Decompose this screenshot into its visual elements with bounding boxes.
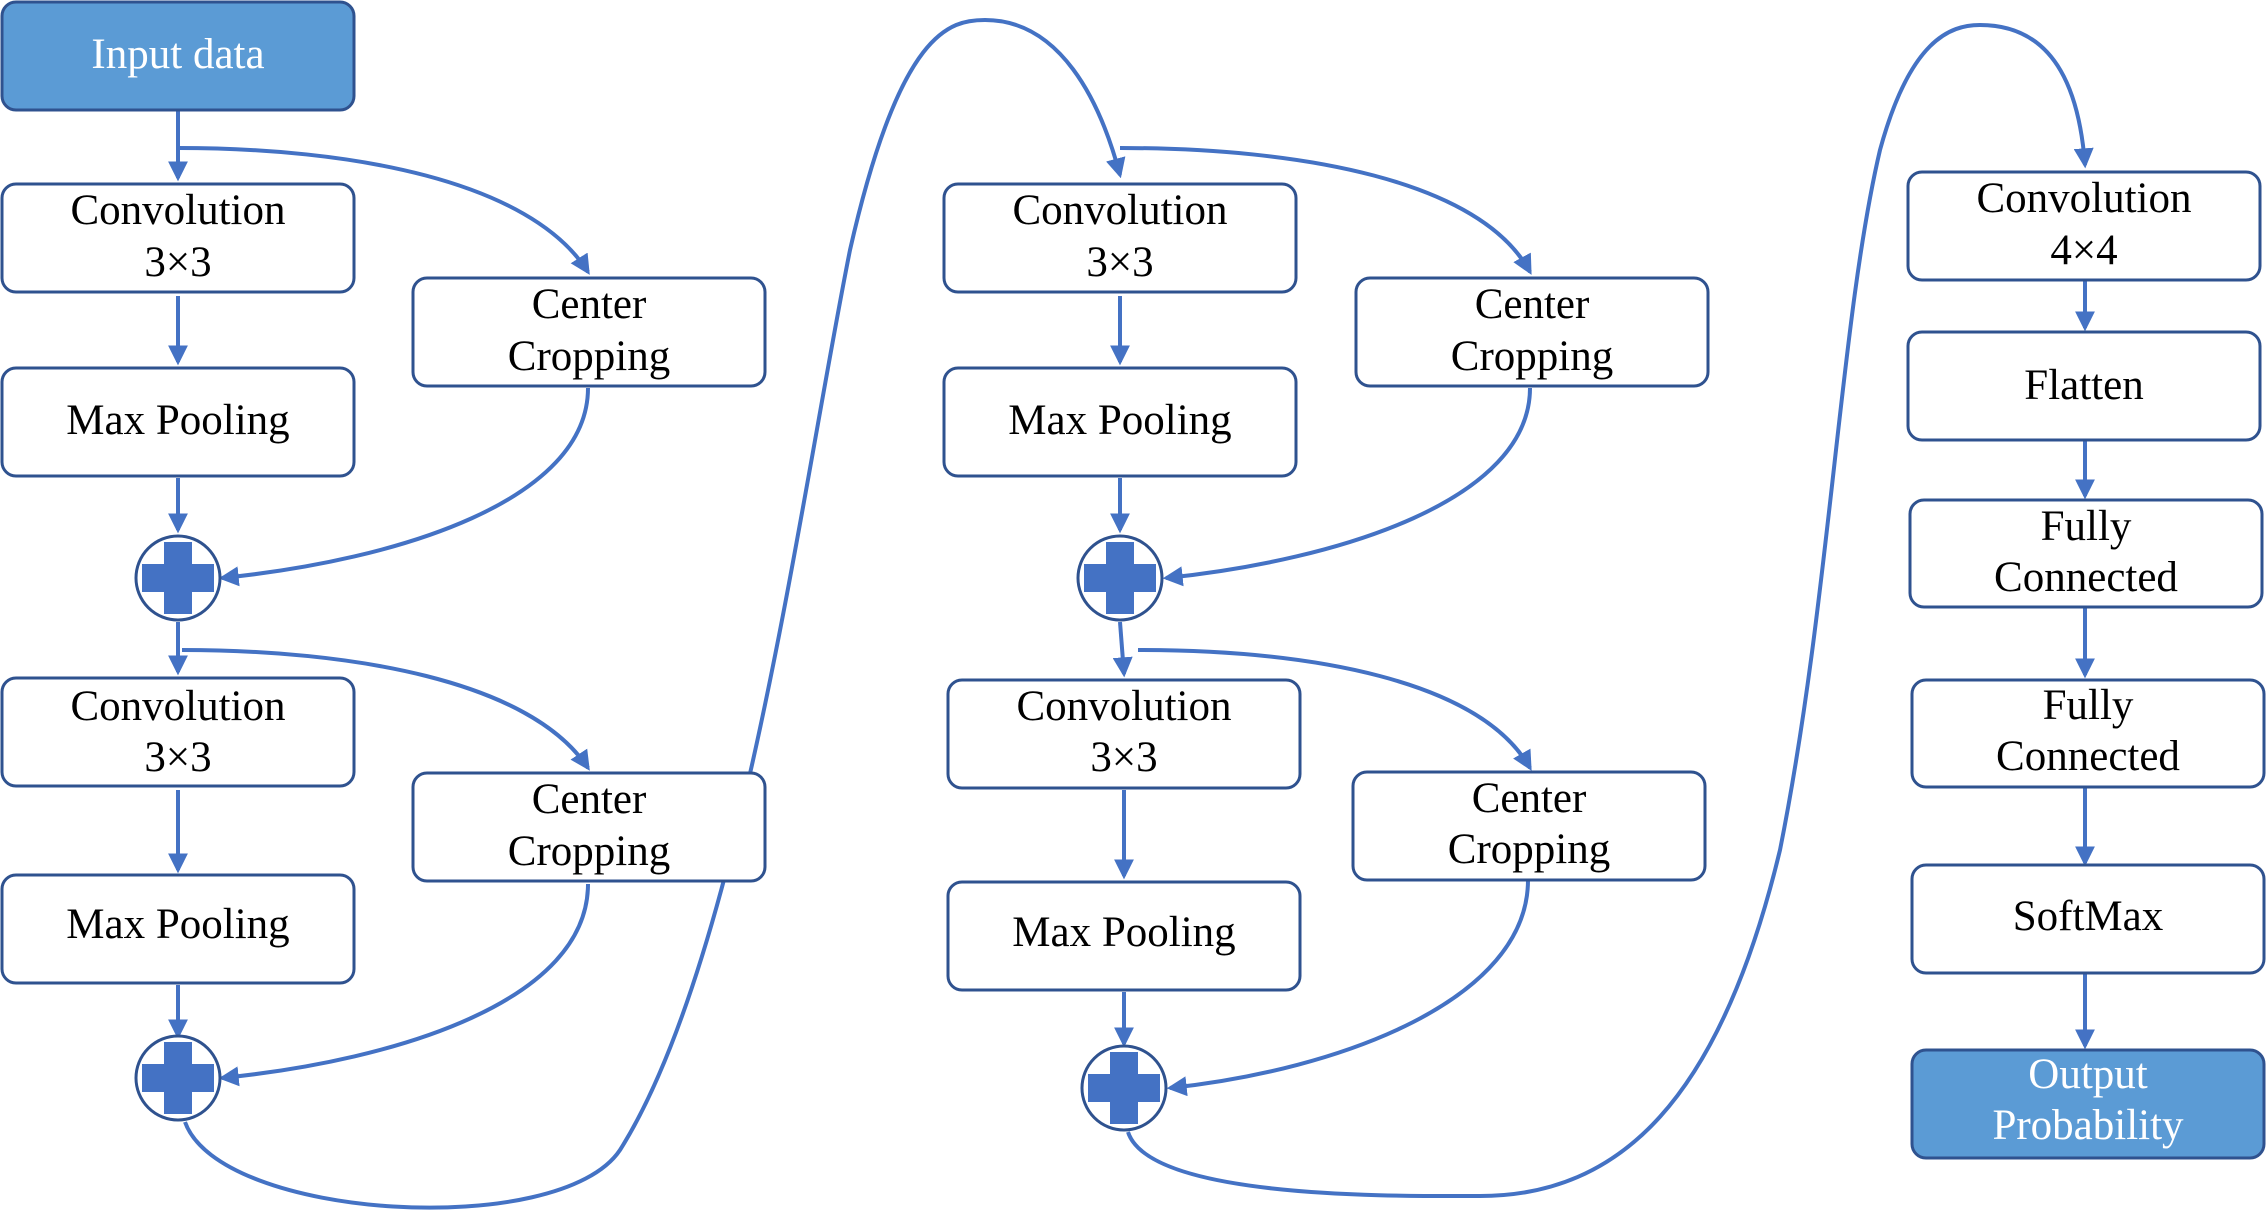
- conv-box: Convolution 3×3: [942, 182, 1298, 294]
- conv-label: Convolution: [1976, 175, 2191, 222]
- arrow-add-to-conv: [1112, 621, 1133, 678]
- fc-label: Connected: [1996, 733, 2180, 780]
- fully-connected-box: Fully Connected: [1910, 678, 2266, 789]
- plus-circle-icon: [134, 534, 222, 622]
- softmax-box: SoftMax: [1910, 863, 2266, 975]
- crop-label: Center: [532, 281, 647, 328]
- softmax-label: SoftMax: [2013, 893, 2164, 940]
- conv-kernel-label: 3×3: [1086, 239, 1153, 286]
- pool-label: Max Pooling: [1008, 397, 1231, 444]
- conv-kernel-label: 3×3: [1090, 734, 1157, 781]
- arrow-skip-to-crop: [1119, 146, 1532, 275]
- crop-label: Cropping: [1448, 826, 1610, 873]
- arrow-column2-to-column3: [1126, 22, 2094, 1199]
- arrow-column1-to-column2: [183, 17, 1126, 1210]
- fc-label: Fully: [2043, 682, 2134, 729]
- fully-connected-box: Fully Connected: [1908, 498, 2264, 609]
- output-label: Probability: [1992, 1102, 2184, 1149]
- arrow-skip-to-crop: [1137, 648, 1532, 771]
- pool-box: Max Pooling: [0, 873, 356, 985]
- conv-label: Convolution: [70, 683, 285, 730]
- arrow-crop-to-add: [218, 883, 590, 1087]
- conv-kernel-label: 4×4: [2050, 227, 2117, 274]
- conv-kernel-label: 3×3: [144, 734, 211, 781]
- conv-label: Convolution: [1016, 683, 1231, 730]
- pool-label: Max Pooling: [66, 901, 289, 948]
- plus-circle-icon: [1076, 534, 1164, 622]
- plus-circle-icon: [1080, 1044, 1168, 1132]
- crop-box: Center Cropping: [1354, 276, 1710, 388]
- crop-label: Center: [1475, 281, 1590, 328]
- fc-label: Fully: [2041, 503, 2132, 550]
- conv-box: Convolution 3×3: [946, 678, 1302, 790]
- conv-label: Convolution: [1012, 187, 1227, 234]
- output-label: Output: [2028, 1051, 2148, 1098]
- pool-label: Max Pooling: [66, 397, 289, 444]
- output-box: Output Probability: [1910, 1048, 2266, 1160]
- pool-box: Max Pooling: [942, 366, 1298, 478]
- crop-label: Cropping: [508, 333, 670, 380]
- connectors: [168, 17, 2095, 1210]
- fc-label: Connected: [1994, 554, 2178, 601]
- crop-box: Center Cropping: [1351, 770, 1707, 882]
- conv-label: Convolution: [70, 187, 285, 234]
- flatten-box: Flatten: [1906, 330, 2262, 442]
- crop-label: Cropping: [1451, 333, 1613, 380]
- conv-box: Convolution 3×3: [0, 182, 356, 294]
- arrow-crop-to-add: [1162, 387, 1532, 587]
- crop-box: Center Cropping: [411, 771, 767, 883]
- conv-box: Convolution 4×4: [1906, 170, 2262, 282]
- arrow-skip-to-crop: [177, 146, 590, 275]
- pool-label: Max Pooling: [1012, 909, 1235, 956]
- arrow-crop-to-add: [218, 387, 590, 587]
- crop-label: Center: [1472, 775, 1587, 822]
- conv-box: Convolution 3×3: [0, 676, 356, 788]
- crop-box: Center Cropping: [411, 276, 767, 388]
- arrow-crop-to-add: [1166, 879, 1530, 1097]
- plus-circle-icon: [134, 1034, 222, 1122]
- pool-box: Max Pooling: [0, 366, 356, 478]
- crop-label: Cropping: [508, 828, 670, 875]
- flatten-label: Flatten: [2024, 362, 2143, 409]
- conv-kernel-label: 3×3: [144, 239, 211, 286]
- crop-label: Center: [532, 776, 647, 823]
- pool-box: Max Pooling: [946, 880, 1302, 992]
- input-box: Input data: [0, 0, 356, 112]
- arrow-skip-to-crop: [181, 648, 590, 771]
- input-label: Input data: [91, 31, 264, 78]
